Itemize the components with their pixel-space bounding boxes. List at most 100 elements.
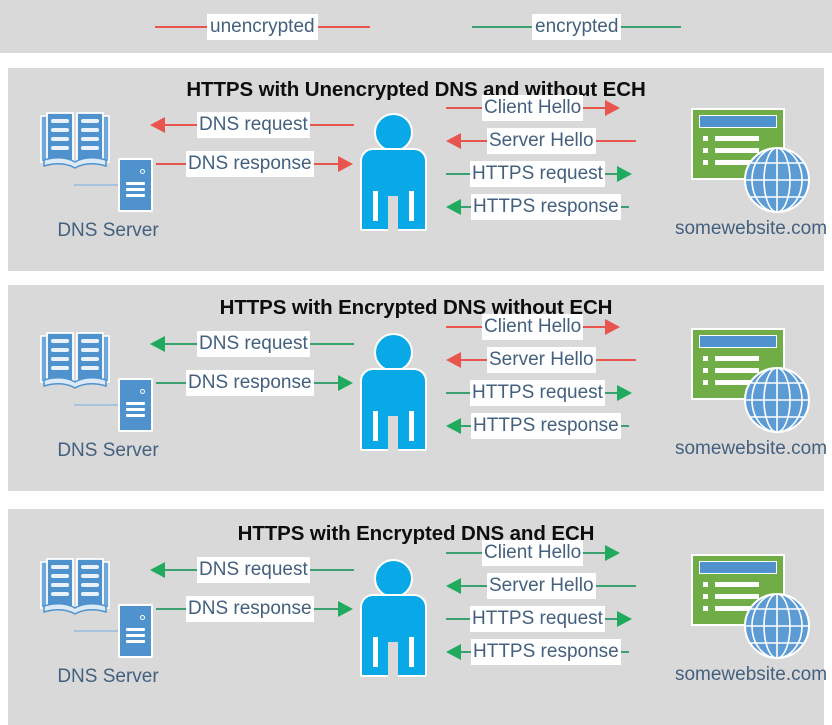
flow-line (620, 651, 629, 653)
panel-title: HTTPS with Encrypted DNS and ECH (237, 522, 595, 545)
flow-line (583, 552, 606, 554)
legend-item-unencrypted: unencrypted (155, 14, 370, 40)
flow-line (461, 140, 487, 142)
flow-server-hello: Server Hello (446, 128, 636, 154)
person-head (374, 113, 413, 152)
person-head (374, 333, 413, 372)
flow-line (313, 163, 338, 165)
person-arm-right (409, 191, 414, 221)
flow-line (446, 107, 482, 109)
flow-line (461, 359, 487, 361)
legend-line-encrypted (472, 26, 532, 28)
server-tower-icon (118, 378, 153, 432)
flow-line (620, 206, 629, 208)
flow-https-request: HTTPS request (446, 606, 632, 632)
flow-line (309, 569, 354, 571)
flow-line (446, 618, 470, 620)
flow-label: DNS response (186, 370, 314, 396)
flow-client-hello: Client Hello (446, 540, 621, 566)
person-arm-left (373, 411, 378, 441)
server-link-line (74, 630, 120, 632)
flow-line (309, 343, 354, 345)
flow-line (583, 107, 606, 109)
flow-label: HTTPS request (470, 161, 605, 187)
person-head (374, 559, 413, 598)
panel-title: HTTPS with Encrypted DNS without ECH (219, 296, 613, 319)
flow-label: DNS response (186, 151, 314, 177)
flow-label: Client Hello (482, 95, 584, 121)
flow-line (446, 326, 482, 328)
flow-line (165, 569, 197, 571)
website-label: somewebsite.com (674, 664, 828, 685)
browser-window-icon (691, 554, 785, 626)
website-label: somewebsite.com (674, 438, 828, 459)
arrowhead-left-icon (446, 578, 461, 594)
flow-label: HTTPS request (470, 380, 605, 406)
flow-line (604, 618, 617, 620)
flow-label: HTTPS response (471, 194, 621, 220)
person-leg-gap (388, 642, 398, 677)
arrowhead-left-icon (446, 352, 461, 368)
arrowhead-right-icon (605, 545, 621, 561)
person-arm-left (373, 637, 378, 667)
flow-label: Client Hello (482, 540, 584, 566)
flow-label: HTTPS response (471, 639, 621, 665)
flow-line (595, 359, 636, 361)
dns-server-label: DNS Server (57, 666, 159, 687)
flow-dns-request: DNS request (150, 331, 354, 357)
flow-dns-request: DNS request (150, 557, 354, 583)
flow-client-hello: Client Hello (446, 314, 621, 340)
person-leg-gap (388, 416, 398, 451)
flow-dns-response: DNS response (156, 370, 353, 396)
window-content-rows (703, 582, 759, 618)
arrowhead-right-icon (616, 385, 632, 401)
flow-server-hello: Server Hello (446, 573, 636, 599)
arrowhead-right-icon (605, 100, 621, 116)
arrowhead-left-icon (446, 133, 461, 149)
flow-line (461, 651, 471, 653)
website-label: somewebsite.com (674, 218, 828, 239)
legend-line-unencrypted (155, 26, 207, 28)
open-book-icon (38, 110, 112, 172)
flow-line (165, 343, 197, 345)
flow-client-hello: Client Hello (446, 95, 621, 121)
window-title-bar (699, 335, 777, 348)
legend-label-unencrypted: unencrypted (207, 14, 318, 40)
flow-label: Server Hello (487, 573, 596, 599)
panel-encrypted-dns-no-ech: HTTPS with Encrypted DNS without ECH (8, 285, 827, 491)
flow-line (156, 382, 186, 384)
flow-line (156, 163, 186, 165)
window-title-bar (699, 115, 777, 128)
flow-label: DNS request (197, 331, 310, 357)
flow-line (446, 173, 470, 175)
legend-band: unencrypted encrypted (0, 0, 832, 53)
flow-label: HTTPS request (470, 606, 605, 632)
arrowhead-left-icon (150, 336, 165, 352)
open-book-icon (38, 556, 112, 618)
window-content-rows (703, 136, 759, 172)
legend-item-encrypted: encrypted (472, 14, 682, 40)
globe-icon (743, 592, 811, 660)
flow-line (446, 392, 470, 394)
flow-line (620, 425, 629, 427)
arrowhead-left-icon (150, 117, 165, 133)
dns-server-label: DNS Server (57, 220, 159, 241)
flow-label: DNS response (186, 596, 314, 622)
arrowhead-right-icon (337, 601, 353, 617)
server-link-line (74, 184, 120, 186)
flow-line (165, 124, 197, 126)
flow-line (156, 608, 186, 610)
legend-label-encrypted: encrypted (532, 14, 622, 40)
panel-unencrypted-dns-no-ech: HTTPS with Unencrypted DNS and without E… (8, 68, 827, 271)
arrowhead-left-icon (446, 199, 461, 215)
flow-line (583, 326, 606, 328)
server-slots (126, 628, 145, 646)
flow-line (595, 585, 636, 587)
person-leg-gap (388, 196, 398, 231)
flow-line (595, 140, 636, 142)
window-content-rows (703, 356, 759, 392)
flow-line (461, 425, 471, 427)
server-power-dot (140, 615, 145, 620)
arrowhead-right-icon (616, 166, 632, 182)
